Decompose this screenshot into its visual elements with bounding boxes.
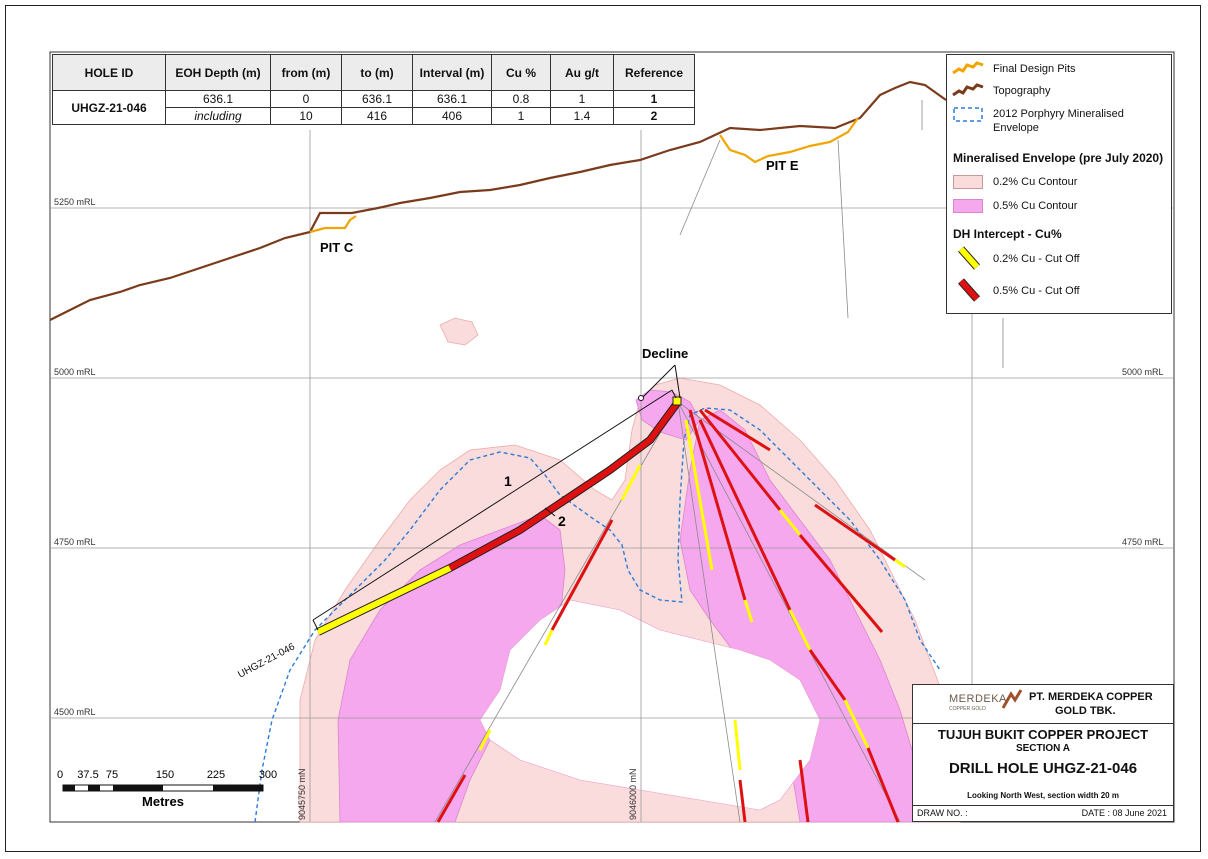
porphyry-envelope-line [254, 407, 941, 823]
legend-contour-label: 0.5% Cu Contour [993, 200, 1078, 212]
legend-cutoff-label: 0.2% Cu - Cut Off [993, 253, 1080, 265]
table-cell: 636.1 [165, 90, 271, 108]
pit-legend-icon [952, 61, 984, 75]
swatch-0.2-contour [953, 175, 983, 189]
envelope-legend-icon [953, 107, 983, 122]
scale-tick: 0 [57, 769, 63, 781]
table-cell: including [165, 107, 271, 125]
reference-2-label: 2 [558, 513, 566, 529]
decline-label: Decline [642, 346, 688, 361]
legend-mineralised-title: Mineralised Envelope (pre July 2020) [953, 151, 1164, 165]
intercepts [316, 396, 906, 823]
legend-pits-label: Final Design Pits [993, 63, 1076, 75]
easting-label: 9046000 mN [628, 768, 638, 820]
pit-e-line [719, 117, 859, 164]
draw-date: DATE : 08 June 2021 [1081, 808, 1167, 818]
col-header: to (m) [341, 54, 413, 91]
pit-c-line [309, 215, 357, 234]
table-cell: 0 [270, 90, 342, 108]
project-title: TUJUH BUKIT COPPER PROJECT [937, 727, 1149, 742]
reference-1-label: 1 [504, 473, 512, 489]
company-header: MERDEKA COPPER GOLD PT. MERDEKA COPPER G… [913, 685, 1173, 724]
legend-topo-label: Topography [993, 85, 1051, 97]
page-frame [5, 5, 1201, 852]
table-cell: 1 [613, 90, 695, 108]
table-cell: 1 [550, 90, 614, 108]
interval-bracket [312, 389, 677, 631]
table-cell: 1 [491, 107, 551, 125]
col-header: Cu % [491, 54, 551, 91]
draw-no: DRAW NO. : [917, 808, 968, 818]
section-title: SECTION A [1015, 743, 1071, 754]
decline-leader [638, 364, 681, 401]
rl-label: 5000 mRL [54, 367, 96, 377]
topo-legend-icon [952, 83, 984, 97]
hole-id-cell: UHGZ-21-046 [52, 90, 166, 125]
scale-tick: 225 [207, 769, 225, 781]
title-block: MERDEKA COPPER GOLD PT. MERDEKA COPPER G… [912, 684, 1174, 822]
table-cell: 2 [613, 107, 695, 125]
table-cell: 0.8 [491, 90, 551, 108]
titleblock-footer: DRAW NO. : DATE : 08 June 2021 [913, 805, 1173, 822]
table-cell: 416 [341, 107, 413, 125]
table-cell: 636.1 [412, 90, 492, 108]
pit-c-label: PIT C [320, 240, 354, 255]
pit-e-label: PIT E [766, 158, 799, 173]
merdeka-logo: MERDEKA [949, 693, 1007, 705]
table-cell: 1.4 [550, 107, 614, 125]
legend-panel: Final Design Pits Topography 2012 Porphy… [946, 54, 1172, 314]
table-row: including 10 416 406 1 1.4 2 [53, 107, 695, 125]
easting-label: 9045750 mN [297, 768, 307, 820]
scale-bar: 0 37.5 75 150 225 300 Metres [57, 769, 277, 809]
barren-core [479, 599, 821, 811]
col-header: Au g/t [550, 54, 614, 91]
yellow-cutoff-icon [958, 246, 980, 270]
col-header: Interval (m) [412, 54, 492, 91]
col-header: from (m) [270, 54, 342, 91]
contour-0.5-west [337, 514, 566, 823]
scale-tick: 150 [156, 769, 174, 781]
company-line2: GOLD TBK. [1055, 705, 1116, 717]
rl-label: 4500 mRL [54, 707, 96, 717]
contour-0.2-small [439, 317, 479, 346]
legend-intercept-title: DH Intercept - Cu% [953, 227, 1062, 241]
drillhole-table: HOLE ID EOH Depth (m) from (m) to (m) In… [52, 54, 695, 125]
legend-contour-label: 0.2% Cu Contour [993, 176, 1078, 188]
col-header: EOH Depth (m) [165, 54, 271, 91]
scale-tick: 75 [106, 769, 118, 781]
drill-hole-title: DRILL HOLE UHGZ-21-046 [948, 760, 1138, 777]
rl-label: 4750 mRL [54, 537, 96, 547]
legend-envelope-label: 2012 Porphyry Mineralised Envelope [993, 108, 1124, 134]
red-cutoff-icon [958, 278, 980, 302]
scale-tick: 37.5 [77, 769, 98, 781]
table-cell: 10 [270, 107, 342, 125]
scale-unit: Metres [142, 794, 184, 809]
table-header-row: HOLE ID EOH Depth (m) from (m) to (m) In… [52, 54, 695, 91]
table-cell: 636.1 [341, 90, 413, 108]
rl-label: 5250 mRL [54, 197, 96, 207]
looking-note: Looking North West, section width 20 m [967, 791, 1119, 800]
table-cell: 406 [412, 107, 492, 125]
merdeka-logo-icon [1001, 689, 1023, 709]
topography-line [49, 80, 947, 321]
table-row: UHGZ-21-046 636.1 0 636.1 636.1 0.8 1 1 [52, 90, 695, 125]
rl-label-right: 5000 mRL [1122, 367, 1164, 377]
col-header: HOLE ID [52, 54, 166, 91]
swatch-0.5-contour [953, 199, 983, 213]
scale-tick: 300 [259, 769, 277, 781]
rl-label-right: 4750 mRL [1122, 537, 1164, 547]
col-header: Reference [613, 54, 695, 91]
logo-subtitle: COPPER GOLD [949, 706, 986, 712]
legend-cutoff-label: 0.5% Cu - Cut Off [993, 285, 1080, 297]
company-line1: PT. MERDEKA COPPER [1029, 691, 1153, 703]
